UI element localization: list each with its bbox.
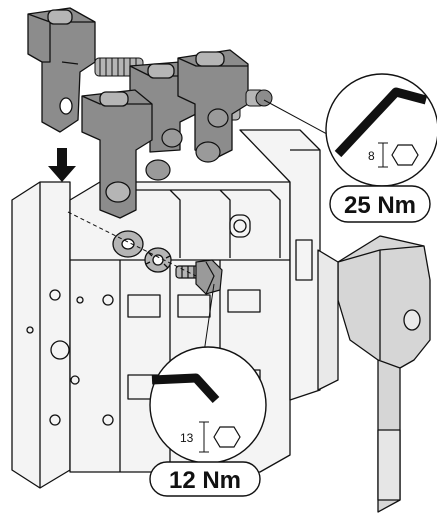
- threaded-bolt-3: [245, 89, 273, 107]
- hex-size-label-bottom: 13: [180, 431, 194, 445]
- terminal-nuts: [145, 108, 229, 181]
- assembly-axis-line: [67, 211, 197, 277]
- terminal-lug-3: [177, 49, 249, 161]
- callout-top: 8 25 Nm: [325, 73, 437, 223]
- terminal-lug-1: [27, 7, 96, 133]
- torque-label-top: 25 Nm: [344, 192, 416, 219]
- terminal-lug-4: [81, 89, 153, 219]
- hex-nut-icon: [391, 144, 419, 166]
- hex-size-label-top: 8: [368, 149, 375, 163]
- torque-label-bottom: 12 Nm: [169, 467, 241, 494]
- rotary-handle: [317, 235, 431, 513]
- hex-nut-icon: [213, 426, 241, 448]
- down-arrow-icon: [48, 148, 76, 182]
- washer-lock: [144, 247, 172, 273]
- washer-flat: [112, 230, 144, 258]
- hex-key-icon: [151, 373, 220, 404]
- callout-bottom: 13 12 Nm: [149, 346, 267, 497]
- hex-key-icon: [334, 87, 428, 158]
